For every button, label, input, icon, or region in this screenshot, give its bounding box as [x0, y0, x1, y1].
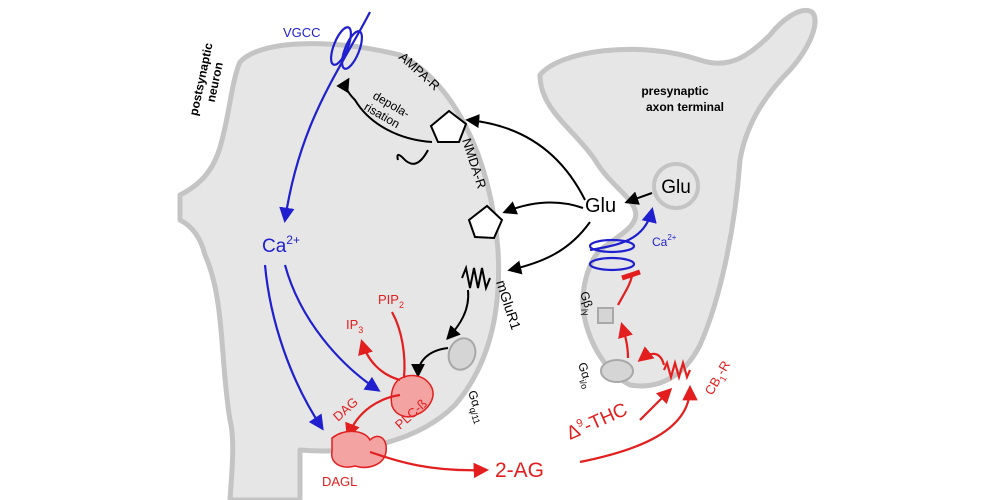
dagl-label: DAGL	[322, 474, 357, 489]
gq11-protein-icon	[447, 337, 477, 371]
mglur1-receptor-icon	[461, 264, 491, 292]
gq11-label: Gαq/11	[462, 389, 488, 426]
calcium-presynaptic-label: Ca2+	[652, 233, 677, 249]
calcium-to-dagl-arrow	[263, 264, 324, 431]
pip2-to-plc-arrow	[391, 311, 406, 379]
depolarisation-arrow	[346, 80, 433, 165]
cb1-to-gio-arrow	[637, 346, 666, 366]
presynaptic-label-line1: presynaptic	[641, 84, 709, 98]
vgcc-label: VGCC	[283, 25, 321, 40]
gbeta-gamma-icon	[597, 307, 614, 324]
glu-vesicle-label: Glu	[661, 177, 691, 198]
2ag-to-cb1-arrow	[579, 384, 698, 464]
calcium-influx-arrow	[589, 207, 657, 252]
pip2-label: PIP2	[378, 292, 404, 310]
thc-to-cb1-arrow	[639, 387, 673, 421]
vgcc-to-calcium-arrow	[279, 11, 371, 224]
plc-to-ip3-arrow	[358, 339, 401, 382]
thc-label: Δ9-THC	[563, 398, 631, 444]
gio-protein-icon	[600, 359, 634, 383]
ampa-receptor-icon	[429, 109, 468, 143]
glu-to-mglur1-arrow	[507, 221, 591, 275]
dagl-to-2ag-arrow	[369, 450, 490, 479]
gq-to-plc-arrow	[411, 347, 449, 378]
gio-to-gbg-arrow	[618, 322, 633, 359]
calcium-postsynaptic-label: Ca2+	[262, 233, 300, 257]
glu-cleft-label: Glu	[585, 195, 616, 217]
nmda-receptor-icon	[467, 204, 504, 240]
dagl-enzyme-icon	[331, 430, 387, 469]
gio-label: Gαi/o	[572, 361, 596, 391]
ip3-label: IP3	[346, 317, 363, 335]
gbeta-gamma-label: Gβ/γ	[574, 290, 598, 318]
glu-to-nmda-arrow	[502, 201, 584, 215]
presynaptic-label-line2: axon terminal	[646, 100, 724, 114]
presynaptic-calcium-channel-icon	[588, 238, 636, 272]
postsynaptic-label: postsynaptic neuron	[187, 41, 226, 117]
glutamate-vesicle	[652, 162, 700, 210]
cb1-receptor-icon	[662, 358, 692, 382]
glu-to-ampa-arrow	[465, 114, 586, 201]
cb1-label: CB1-R	[702, 358, 736, 399]
vesicle-release-arrow	[624, 191, 653, 205]
inhibition-bar	[621, 269, 641, 281]
mglur1-to-gq-arrow	[446, 289, 470, 341]
plc-to-dag-arrow	[345, 393, 401, 439]
calcium-to-plc-arrow	[283, 264, 381, 392]
2ag-label: 2-AG	[495, 459, 544, 482]
gbg-inhibits-vgcc-line	[617, 275, 634, 306]
